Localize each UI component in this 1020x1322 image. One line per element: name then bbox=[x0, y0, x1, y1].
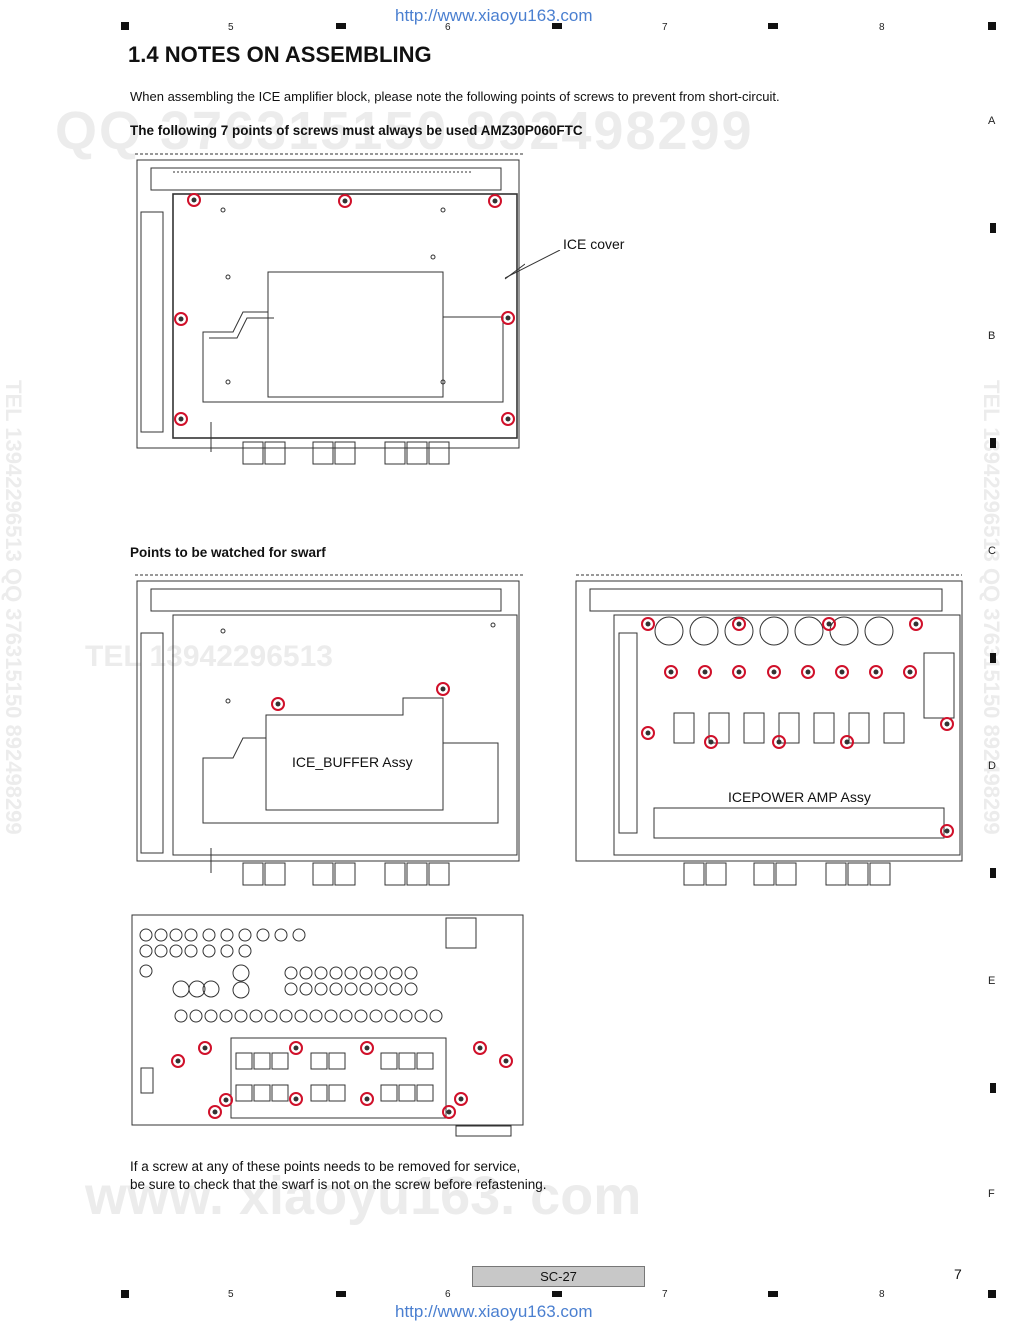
footer-col-tick-1 bbox=[336, 1291, 346, 1297]
row-letter-f: F bbox=[988, 1188, 995, 1200]
col-tick-1 bbox=[336, 23, 346, 29]
top-url-link[interactable]: http://www.xiaoyu163.com bbox=[395, 6, 593, 25]
icepower-amp-drawing bbox=[575, 574, 963, 886]
diagram-ice-cover bbox=[133, 152, 525, 467]
diagram-icepower-amp bbox=[574, 573, 964, 888]
col-number-7: 7 bbox=[662, 22, 668, 33]
footer-col-number-7: 7 bbox=[662, 1289, 668, 1300]
icepower-amp-label: ICEPOWER AMP Assy bbox=[726, 789, 873, 805]
row-tick-1 bbox=[990, 223, 996, 233]
ice-cover-drawing bbox=[135, 153, 525, 465]
watermark-tel: TEL 13942296513 bbox=[85, 640, 333, 673]
corner-mark-bl bbox=[121, 1290, 129, 1298]
col-number-5: 5 bbox=[228, 22, 234, 33]
section-title: 1.4 NOTES ON ASSEMBLING bbox=[128, 42, 432, 67]
footer-col-number-8: 8 bbox=[879, 1289, 885, 1300]
row-tick-3 bbox=[990, 653, 996, 663]
col-tick-2 bbox=[552, 23, 562, 29]
footer-col-number-5: 5 bbox=[228, 1289, 234, 1300]
rear-panel-drawing bbox=[131, 914, 524, 1137]
row-letter-e: E bbox=[988, 975, 996, 987]
page-number: 7 bbox=[954, 1266, 962, 1282]
ice-buffer-drawing bbox=[135, 574, 523, 886]
ice-cover-leader bbox=[505, 250, 561, 279]
diagram-rear-panel bbox=[131, 913, 526, 1138]
row-tick-5 bbox=[990, 1083, 996, 1093]
bottom-url-link[interactable]: http://www.xiaoyu163.com bbox=[395, 1302, 593, 1321]
row-letter-a: A bbox=[988, 115, 996, 127]
row-letter-b: B bbox=[988, 330, 996, 342]
ice-cover-label: ICE cover bbox=[563, 236, 625, 252]
corner-mark-tr bbox=[988, 22, 996, 30]
corner-mark-tl bbox=[121, 22, 129, 30]
footnote-line-1: If a screw at any of these points needs … bbox=[130, 1159, 521, 1174]
row-letter-c: C bbox=[988, 545, 996, 557]
col-number-8: 8 bbox=[879, 22, 885, 33]
watermark-qq: QQ 376315150 892498299 bbox=[55, 101, 754, 161]
subheading-swarf: Points to be watched for swarf bbox=[130, 545, 326, 560]
intro-text: When assembling the ICE amplifier block,… bbox=[130, 89, 780, 104]
col-tick-3 bbox=[768, 23, 778, 29]
page-code-box: SC-27 bbox=[472, 1266, 645, 1287]
footnote-line-2: be sure to check that the swarf is not o… bbox=[130, 1177, 547, 1192]
watermark-side-left: TEL 13942296513 QQ 376315150 892498299 bbox=[1, 380, 26, 835]
row-tick-4 bbox=[990, 868, 996, 878]
footer-col-tick-3 bbox=[768, 1291, 778, 1297]
row-letter-d: D bbox=[988, 760, 996, 772]
diagram-ice-buffer bbox=[133, 573, 525, 888]
corner-mark-br bbox=[988, 1290, 996, 1298]
watermark-www: www. xiaoyu163. com bbox=[85, 1166, 642, 1226]
row-tick-2 bbox=[990, 438, 996, 448]
subheading-screws: The following 7 points of screws must al… bbox=[130, 123, 583, 138]
watermark-side-right: TEL 13942296513 QQ 376315150 892498299 bbox=[979, 380, 1004, 835]
col-number-6: 6 bbox=[445, 22, 451, 33]
footer-col-number-6: 6 bbox=[445, 1289, 451, 1300]
footer-col-tick-2 bbox=[552, 1291, 562, 1297]
ice-buffer-label: ICE_BUFFER Assy bbox=[292, 754, 413, 770]
